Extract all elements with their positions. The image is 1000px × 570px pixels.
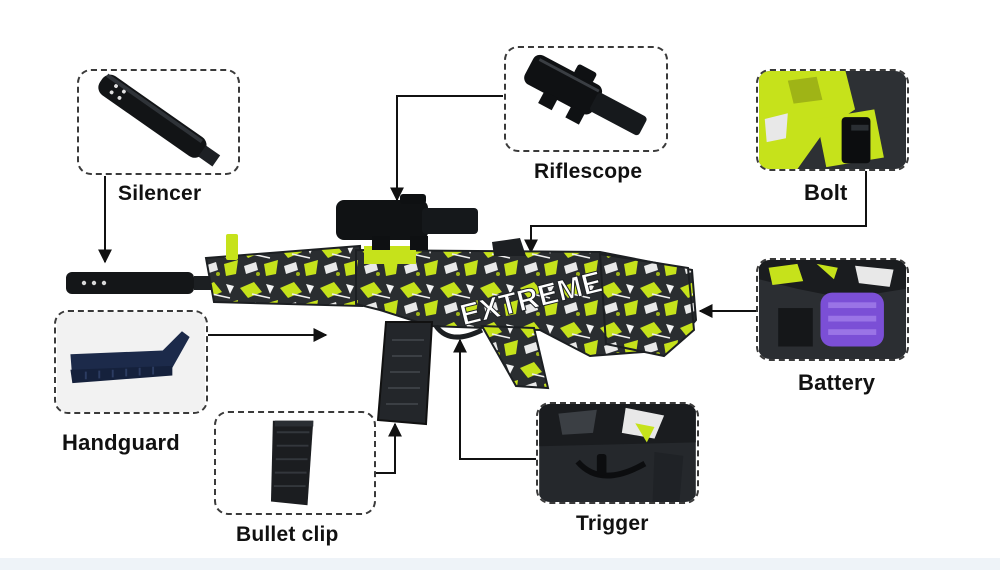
riflescope-arrow — [390, 95, 503, 202]
gun-grip — [480, 324, 550, 390]
bolt-arrow — [524, 170, 867, 254]
gun-bolt — [492, 238, 526, 256]
silencer-label: Silencer — [118, 182, 202, 205]
gun-stock — [598, 252, 696, 358]
trigger-inset — [536, 402, 699, 504]
battery-label: Battery — [798, 370, 876, 395]
handguard-icon — [56, 312, 206, 412]
bolt-icon — [759, 71, 906, 169]
bolt-label: Bolt — [804, 180, 848, 205]
trigger-arrow — [453, 338, 536, 460]
gun-trigger-guard — [433, 324, 484, 340]
trigger-label: Trigger — [576, 512, 649, 535]
riflescope-icon — [524, 54, 647, 136]
handguard-inset — [54, 310, 208, 414]
handguard-label: Handguard — [62, 430, 180, 455]
bullet-clip-inset — [214, 411, 376, 515]
riflescope-inset — [504, 46, 668, 152]
bolt-inset — [756, 69, 909, 171]
trigger-icon — [539, 404, 696, 502]
magazine-icon — [270, 420, 314, 506]
gun-silencer — [66, 272, 214, 294]
gun-riflescope — [336, 194, 478, 264]
silencer-icon — [98, 73, 221, 167]
battery-inset — [756, 258, 909, 361]
battery-icon — [758, 260, 907, 359]
bottom-band — [0, 558, 1000, 570]
bullet-clip-label: Bullet clip — [236, 523, 339, 546]
riflescope-label: Riflescope — [534, 160, 643, 183]
bullet-clip-arrow — [376, 422, 402, 474]
silencer-inset — [77, 69, 240, 175]
